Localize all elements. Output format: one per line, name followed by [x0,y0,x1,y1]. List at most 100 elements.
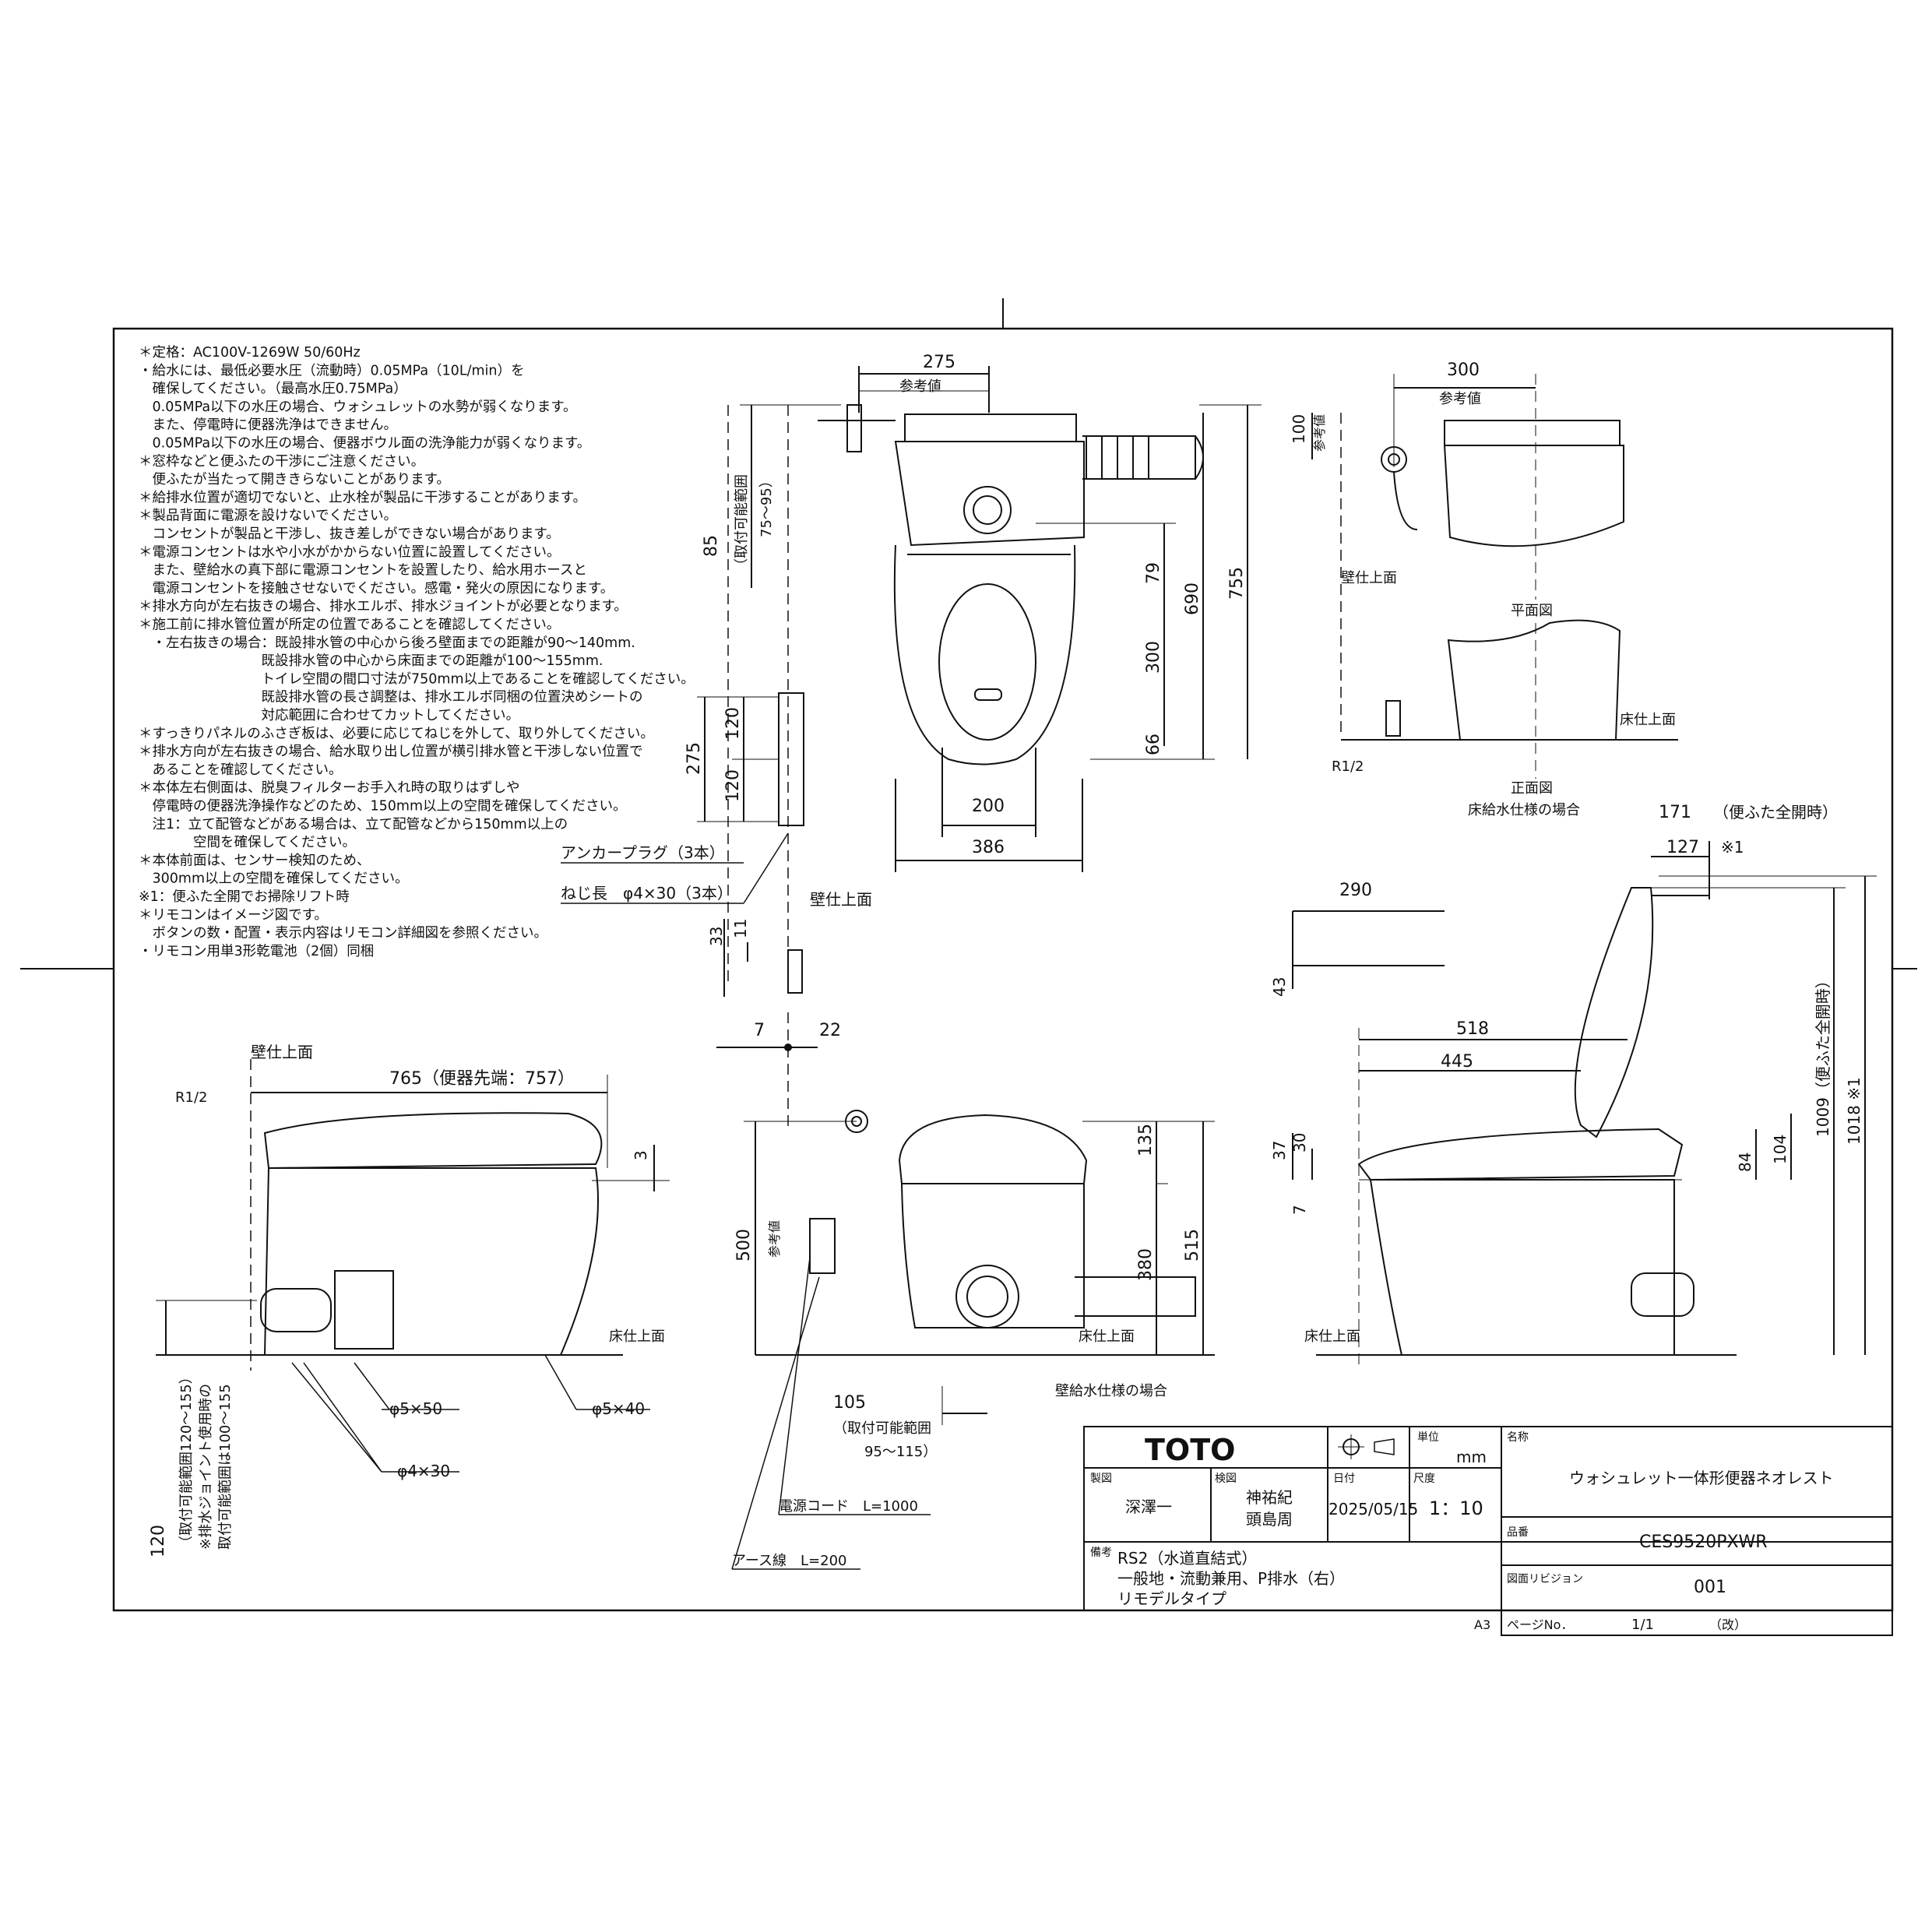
dim-105: 105 [833,1393,866,1413]
dim-7-open: 7 [1290,1205,1309,1215]
revision-label: 図面リビジョン [1507,1573,1583,1585]
dim-300: 300 [1144,641,1163,674]
wall-supply: 壁給水仕様の場合 [1055,1383,1167,1399]
top-view [561,366,1262,981]
side-view [156,1059,670,1473]
model-number: CES9520PXWR [1639,1533,1768,1552]
note-line: ＊本体前面は、センサー検知のため、 [139,853,371,868]
note-line: ボタンの数・配置・表示内容はリモコン詳細図を参照ください。 [139,926,547,941]
note-line: ＊窓枠などと便ふたの干渉にご注意ください。 [139,454,424,470]
general-notes: ＊定格：AC100V-1269W 50/60Hz ・給水には、最低必要水圧（流動時… [139,345,695,959]
paper-size: A3 [1474,1617,1490,1632]
front-range-2: 95～115） [864,1444,937,1460]
note-line: ・リモコン用単3形乾電池（2個）同梱 [139,944,374,959]
date-label: 日付 [1333,1473,1355,1485]
checked-by-1: 神祐紀 [1246,1488,1293,1507]
front-floor: 床仕上面 [1079,1328,1135,1345]
scale-value: 1：10 [1429,1497,1483,1519]
note-line: 空間を確保してください。 [139,835,356,850]
dim-120b: 120 [723,769,743,802]
side-r12: R1/2 [175,1089,207,1106]
product-name: ウォシュレット一体形便器ネオレスト [1569,1469,1834,1487]
brand-logo: TOTO [1145,1433,1235,1467]
dim-380: 380 [1136,1248,1156,1281]
plan-dim-100: 100 [1290,414,1308,444]
page-number: 1/1 [1631,1617,1654,1633]
note-line: 電源コンセントを接触させないでください。感電・発火の原因になります。 [139,581,614,596]
plan-ref: 参考値 [1439,391,1481,407]
dim-445: 445 [1441,1052,1473,1072]
dim-33: 33 [707,927,726,946]
dim-386: 386 [972,838,1005,857]
remarks-2: 一般地・流動兼用、P排水（右） [1117,1569,1345,1588]
plan-floor: 床仕上面 [1620,712,1676,728]
dim-275b: 275 [684,742,704,775]
mount-range-top-2: 75～95） [758,473,775,537]
note-1: ※1 [1721,838,1744,857]
note-line: ＊電源コンセントは水や小水がかからない位置に設置してください。 [139,544,560,560]
scale-label: 尺度 [1413,1473,1435,1485]
side-labels: 壁仕上面 765（便器先端：757） R1/2 3 床仕上面 φ5×50 φ5×… [149,1043,665,1557]
note-line: コンセントが製品と干渉し、抜き差しができない場合があります。 [139,526,560,542]
dim-43: 43 [1270,977,1289,997]
note-line: 既設排水管の長さ調整は、排水エルボ同梱の位置決めシートの [139,690,643,706]
front-ref: 参考値 [767,1220,782,1258]
dim-275: 275 [923,353,955,372]
mount-range-top: （取付可能範囲 [734,474,750,572]
drawn-by: 深澤一 [1125,1497,1172,1516]
remarks-1: RS2（水道直結式） [1117,1549,1257,1568]
side-range-1: （取付可能範囲120～155） [178,1370,195,1550]
dim-37: 37 [1270,1141,1289,1160]
wall-surface-top: 壁仕上面 [810,890,872,909]
dim-104: 104 [1771,1135,1789,1164]
dim-22: 22 [819,1021,841,1040]
drawn-label: 製図 [1090,1473,1112,1485]
note-line: ※1：便ふた全開でお掃除リフト時 [139,889,350,905]
dim-85: 85 [702,535,721,557]
dim-1009: 1009（便ふた全開時） [1814,973,1832,1137]
note-line: ＊給排水位置が適切でないと、止水栓が製品に干渉することがあります。 [139,490,586,505]
power-cord: 電源コード L=1000 [779,1498,918,1515]
side-wall: 壁仕上面 [251,1043,313,1061]
note-line: ＊定格：AC100V-1269W 50/60Hz [139,345,361,361]
note-line: 0.05MPa以下の水圧の場合、ウォシュレットの水勢が弱くなります。 [139,399,576,415]
dim-200: 200 [972,797,1005,816]
note-line: また、停電時に便器洗浄はできません。 [139,417,397,433]
remote-detail [716,919,818,1129]
plan-label: 平面図 [1511,603,1553,619]
dim-84: 84 [1736,1153,1754,1172]
screw-length: ねじ長 φ4×30（3本） [561,884,733,903]
note-line: 注1：立て配管などがある場合は、立て配管などから150mm以上の [139,817,568,832]
revision-value: 001 [1694,1578,1726,1597]
dim-755: 755 [1227,567,1247,600]
note-line: あることを確認してください。 [139,762,342,778]
note-line: 0.05MPa以下の水圧の場合、便器ボウル面の洗浄能力が弱くなります。 [139,436,590,452]
anchor-plug: アンカープラグ（3本） [561,843,725,862]
dim-79: 79 [1144,562,1163,584]
page-note: （改） [1709,1617,1747,1632]
front-label: 正面図 [1511,780,1553,797]
remarks-3: リモデルタイプ [1117,1589,1226,1608]
note-line: ＊排水方向が左右抜きの場合、排水エルボ、排水ジョイントが必要となります。 [139,599,628,614]
dim-127: 127 [1666,838,1699,857]
side-floor: 床仕上面 [609,1328,665,1345]
note-line: ＊排水方向が左右抜きの場合、給水取り出し位置が横引排水管と干渉しない位置で [139,744,643,760]
dim-135: 135 [1136,1124,1156,1156]
front-labels: 135 380 515 500 参考値 床仕上面 105 （取付可能範囲 95～… [732,1124,1202,1569]
plan-wall: 壁仕上面 [1341,570,1397,586]
plan-dim-300: 300 [1447,361,1480,380]
plan-labels: 300 参考値 100 参考値 壁仕上面 平面図 床仕上面 R1/2 正面図 床… [1290,361,1676,818]
note-line: ＊すっきりパネルのふさぎ板は、必要に応じてねじを外して、取り外してください。 [139,726,654,741]
dim-515: 515 [1183,1229,1202,1262]
note-line: ・給水には、最低必要水圧（流動時）0.05MPa（10L/min）を [139,363,524,378]
dim-3: 3 [632,1150,650,1160]
dim-290: 290 [1339,881,1372,900]
note-line: 既設排水管の中心から床面までの距離が100～155mm. [139,653,603,669]
date-value: 2025/05/15 [1328,1500,1418,1519]
note-line: ＊本体左右側面は、脱臭フィルターお手入れ時の取りはずしや [139,780,519,796]
floor-supply: 床給水仕様の場合 [1468,802,1580,818]
front-range-1: （取付可能範囲 [833,1420,931,1437]
plan-r12: R1/2 [1332,758,1364,775]
dim-66: 66 [1144,734,1163,755]
